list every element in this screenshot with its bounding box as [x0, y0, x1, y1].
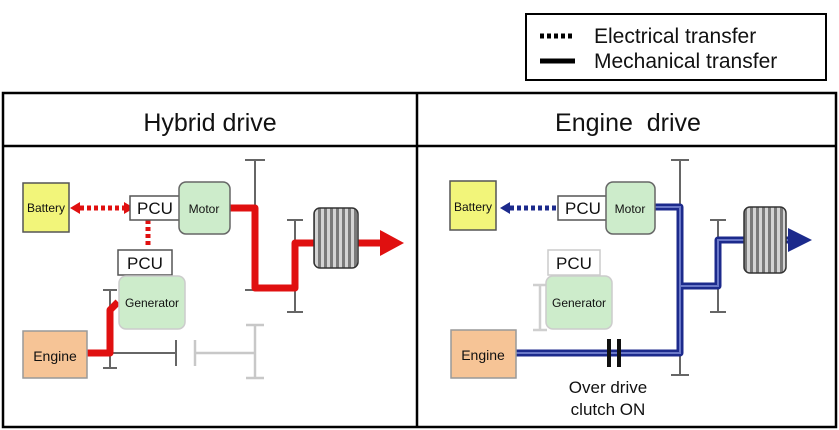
hybrid-electrical-arrow-right — [124, 202, 134, 214]
pcu-top-block — [129, 195, 181, 221]
engine-block — [22, 330, 88, 379]
motor-label: Motor — [189, 202, 220, 216]
legend-box — [525, 13, 827, 81]
hybrid-drive-title: Hybrid drive — [143, 109, 276, 137]
battery-label: Battery — [27, 201, 65, 215]
engine-label: Engine — [33, 348, 77, 364]
diagram-frame — [1, 91, 838, 429]
battery-block — [449, 180, 497, 231]
engine-flow-highlight — [516, 206, 790, 354]
wheel-tire-icon — [313, 207, 359, 269]
generator-block — [118, 275, 186, 330]
engine-drive-title: Engine drive — [555, 109, 701, 137]
clutch-label-line2: clutch ON — [571, 400, 646, 419]
pcu-bottom-label: PCU — [556, 254, 592, 273]
legend-electrical-label: Electrical transfer — [594, 25, 756, 48]
engine-drive-panel: Over drive clutch ON Battery PCU Motor P… — [449, 159, 812, 419]
pcu-bottom-block — [547, 249, 601, 276]
pcu-bottom-label: PCU — [127, 254, 163, 273]
pcu-top-label: PCU — [137, 199, 173, 218]
generator-label: Generator — [552, 296, 606, 310]
hybrid-electrical-arrow-left — [70, 202, 80, 214]
engine-electrical-arrow — [500, 202, 510, 214]
engine-output-arrow — [788, 228, 812, 252]
motor-block — [178, 181, 231, 235]
hybrid-mechanical-flow — [87, 204, 382, 357]
inactive-generator-gears — [533, 283, 547, 332]
legend-mechanical-label: Mechanical transfer — [594, 50, 777, 73]
clutch-label-line1: Over drive — [569, 378, 647, 397]
inactive-overdrive-gears — [193, 323, 264, 380]
generator-label: Generator — [125, 296, 179, 310]
motor-label: Motor — [615, 202, 646, 216]
overdrive-clutch-icon — [607, 339, 621, 367]
battery-label: Battery — [454, 200, 492, 214]
engine-block — [450, 329, 517, 379]
pcu-bottom-block — [117, 249, 173, 276]
generator-block — [545, 275, 613, 330]
legend: Electrical transfer Mechanical transfer — [525, 13, 827, 81]
pcu-top-label: PCU — [565, 199, 601, 218]
wheel-tire-icon — [743, 206, 787, 274]
hybrid-drive-panel: Battery PCU Motor PCU Generator Engine — [22, 159, 404, 380]
motor-block — [605, 181, 656, 235]
hybrid-output-arrow — [380, 230, 404, 256]
engine-label: Engine — [461, 347, 505, 363]
hybrid-electrical-flow — [80, 205, 151, 248]
battery-block — [22, 182, 70, 233]
